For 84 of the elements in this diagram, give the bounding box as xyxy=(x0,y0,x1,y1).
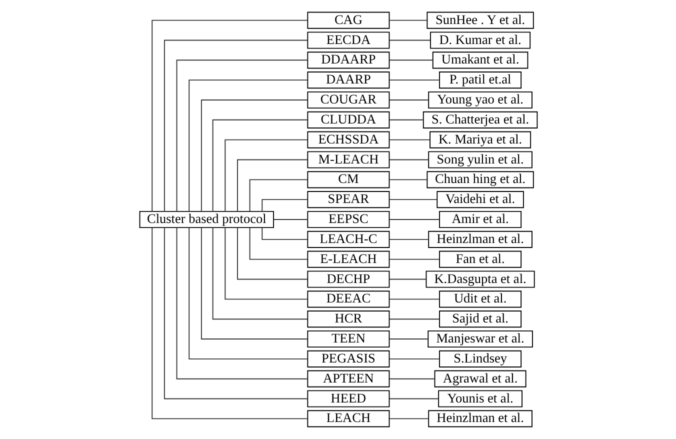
node-box: K. Mariya et al. xyxy=(429,131,531,148)
connector xyxy=(388,60,433,61)
node-box: Younis et al. xyxy=(438,390,522,408)
node-box: Song yulin et al. xyxy=(428,151,532,168)
node-box: SunHee . Y et al. xyxy=(426,12,534,29)
connector xyxy=(388,219,440,220)
connector xyxy=(388,418,428,420)
node-box: COUGAR xyxy=(306,91,390,109)
connector xyxy=(388,338,428,340)
node-box: LEACH-C xyxy=(306,230,390,248)
node-box: Heinzlman et al. xyxy=(428,230,532,248)
node-box: PEGASIS xyxy=(306,350,390,368)
connector xyxy=(388,358,440,360)
connector xyxy=(388,398,438,400)
node-box: Umakant et al. xyxy=(432,52,528,69)
connector xyxy=(388,139,430,140)
node-box: S.Lindsey xyxy=(438,350,522,368)
node-box: CLUDDA xyxy=(306,111,390,128)
connector xyxy=(248,179,308,212)
node-box: CM xyxy=(306,171,390,188)
connector xyxy=(163,40,308,212)
node-box: DECHP xyxy=(306,270,390,288)
node-box: D. Kumar et al. xyxy=(430,32,530,49)
node-box: DEEAC xyxy=(306,290,390,308)
node-box: SPEAR xyxy=(306,191,390,208)
node-box: Heinzlman et al. xyxy=(428,410,532,428)
connector xyxy=(388,179,427,180)
node-box: TEEN xyxy=(306,330,390,348)
connector xyxy=(188,80,308,212)
node-box: K.Dasgupta et al. xyxy=(425,270,534,288)
connector xyxy=(151,20,308,212)
node-box: P. patil et.al xyxy=(438,72,522,89)
connector xyxy=(388,40,430,41)
connector xyxy=(388,278,426,280)
node-box: DDAARP xyxy=(306,52,390,69)
node-box: Young yao et al. xyxy=(428,91,532,109)
node-box: HCR xyxy=(306,310,390,328)
connector xyxy=(272,219,308,220)
connector xyxy=(261,199,308,212)
connector xyxy=(388,20,427,21)
connector xyxy=(388,258,440,260)
connector xyxy=(236,159,308,212)
connector xyxy=(388,298,440,300)
node-box: Vaidehi et al. xyxy=(436,191,524,208)
connector xyxy=(200,227,308,340)
node-box: CAG xyxy=(306,12,390,29)
node-box: Sajid et al. xyxy=(438,310,522,328)
node-box: Chuan hing et al. xyxy=(426,171,534,188)
connector xyxy=(176,60,308,212)
connector xyxy=(388,159,428,160)
node-box: LEACH xyxy=(306,410,390,428)
node-box: Cluster based protocol xyxy=(138,210,274,228)
connector xyxy=(236,227,308,280)
connector xyxy=(151,227,308,420)
connector xyxy=(261,227,308,240)
connector xyxy=(224,227,308,300)
node-box: Manjeswar et al. xyxy=(427,330,532,348)
connector xyxy=(212,227,308,320)
node-box: DAARP xyxy=(306,72,390,89)
connector xyxy=(163,227,308,400)
connector xyxy=(200,100,308,212)
connector xyxy=(176,227,308,380)
connector xyxy=(224,139,308,212)
connector xyxy=(248,227,308,260)
node-box: EECDA xyxy=(306,32,390,49)
node-box: Udit et al. xyxy=(438,290,522,308)
connector xyxy=(388,378,435,380)
connector xyxy=(212,119,308,212)
node-box: E-LEACH xyxy=(306,250,390,268)
connector xyxy=(388,199,438,200)
node-box: APTEEN xyxy=(306,370,390,388)
node-box: EEPSC xyxy=(306,210,390,228)
connector xyxy=(388,238,428,240)
node-box: Amir et al. xyxy=(438,210,522,228)
connector xyxy=(388,119,424,120)
node-box: M-LEACH xyxy=(306,151,390,168)
connector xyxy=(388,318,440,320)
node-box: Fan et al. xyxy=(438,250,522,268)
node-box: S. Chatterjea et al. xyxy=(422,111,538,128)
node-box: HEED xyxy=(306,390,390,408)
node-box: ECHSSDA xyxy=(306,131,390,148)
connector xyxy=(388,80,440,81)
connector xyxy=(188,227,308,360)
node-box: Agrawal et al. xyxy=(434,370,526,388)
